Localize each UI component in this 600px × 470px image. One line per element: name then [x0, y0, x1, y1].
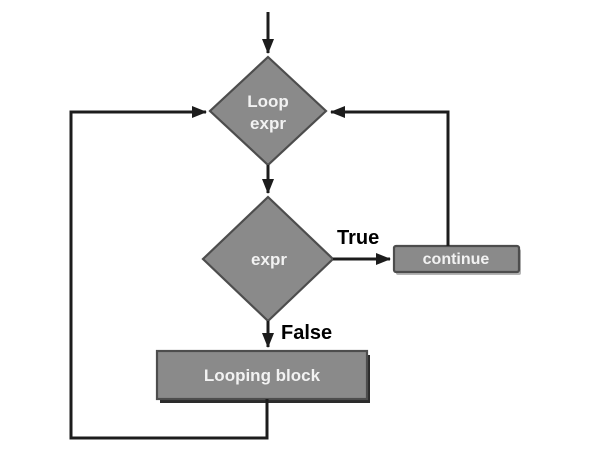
true-branch-label: True: [337, 227, 379, 249]
looping-block-box: [155, 349, 369, 401]
looping-block-label: Looping block: [204, 366, 321, 385]
false-branch-label: False: [281, 322, 332, 344]
loop-expr-diamond: [208, 55, 328, 167]
continue-label: continue: [423, 251, 490, 268]
continue-box: [392, 244, 521, 274]
loop-expr-label-line1: Loop: [247, 92, 289, 111]
loop-expr-label-line2: expr: [250, 114, 286, 133]
expr-label: expr: [251, 250, 287, 269]
continue-return-arrow: [330, 106, 450, 246]
loop-back-arrow: [69, 106, 269, 440]
